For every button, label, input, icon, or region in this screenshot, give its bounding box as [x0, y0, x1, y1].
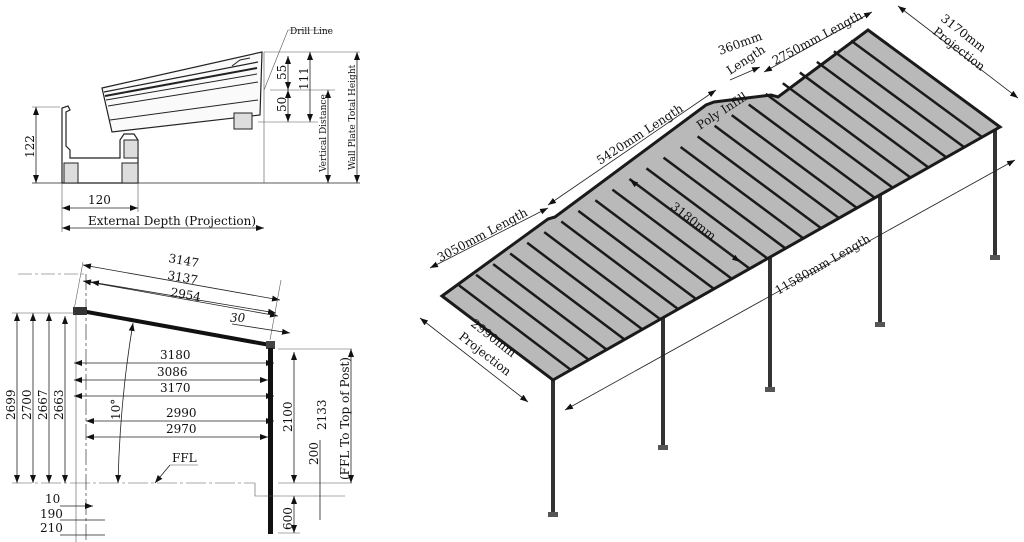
post-foot	[548, 512, 558, 517]
iso-post	[993, 130, 997, 258]
post-foot	[875, 322, 885, 327]
ffl-label: FFL	[172, 451, 197, 465]
rafter	[816, 60, 948, 159]
dim-3180: 3180	[160, 348, 191, 362]
wall-plate-clip	[233, 112, 253, 130]
dim-600: 600	[281, 507, 295, 530]
dim-200: 200	[307, 442, 321, 465]
roof-sheet-profile	[101, 51, 263, 133]
isometric-view: 3050mm Length 5420mm Length Poly Infill …	[419, 5, 1019, 517]
dim-2100: 2100	[281, 401, 295, 432]
gutter-clip-mid	[123, 139, 139, 159]
post-foot	[765, 387, 775, 392]
dim-2663: 2663	[52, 389, 66, 420]
gutter-clip-left	[63, 162, 79, 184]
side-elevation: 3147 3137 2954 30 3180 3086 3170 2990 29…	[4, 251, 354, 542]
angle-10: 10°	[109, 399, 123, 420]
vertical-distance-label: Vertical Distance	[319, 94, 329, 173]
post-foot	[658, 445, 668, 450]
section-detail: Drill Line 55 50 111 Vertical Distance W…	[23, 27, 360, 232]
dim-2699: 2699	[4, 389, 18, 420]
post	[268, 348, 273, 534]
external-depth-label: External Depth (Projection)	[88, 214, 256, 228]
dim-2700: 2700	[20, 389, 34, 420]
dim-3147: 3147	[167, 251, 200, 270]
ffl-to-post-label: (FFL To Top of Post)	[338, 357, 352, 480]
dim-2954: 2954	[169, 285, 202, 304]
gutter-clip-right	[121, 162, 139, 184]
iso-post	[878, 195, 882, 325]
gutter-block	[266, 341, 275, 349]
roof-panels	[439, 28, 1003, 382]
dim-3086: 3086	[157, 365, 188, 379]
dim-50: 50	[275, 97, 289, 112]
dim-3137: 3137	[166, 268, 199, 287]
iso-post	[551, 380, 555, 515]
dim-120: 120	[88, 193, 111, 207]
dim-30: 30	[230, 311, 246, 325]
dim-55: 55	[275, 65, 289, 80]
dim-10: 10	[45, 492, 60, 506]
wall-plate-total-height-label: Wall Plate Total Height	[348, 64, 358, 170]
dim-2990: 2990	[166, 406, 197, 420]
drill-line-label: Drill Line	[290, 27, 333, 37]
iso-post	[661, 318, 665, 448]
dim-2667: 2667	[36, 389, 50, 420]
dim-3170: 3170	[160, 381, 191, 395]
angle-arc	[115, 322, 135, 484]
dim-111: 111	[297, 67, 311, 90]
dim-190: 190	[40, 507, 63, 521]
post-foot	[990, 255, 1000, 260]
iso-post	[768, 257, 772, 390]
gutter-profile	[61, 105, 139, 184]
dim-210: 210	[40, 521, 63, 535]
rafter	[799, 71, 930, 169]
dim-2970: 2970	[166, 422, 197, 436]
dim-2133: 2133	[315, 399, 329, 430]
wall-plate	[73, 307, 87, 315]
dim-122: 122	[23, 135, 37, 158]
